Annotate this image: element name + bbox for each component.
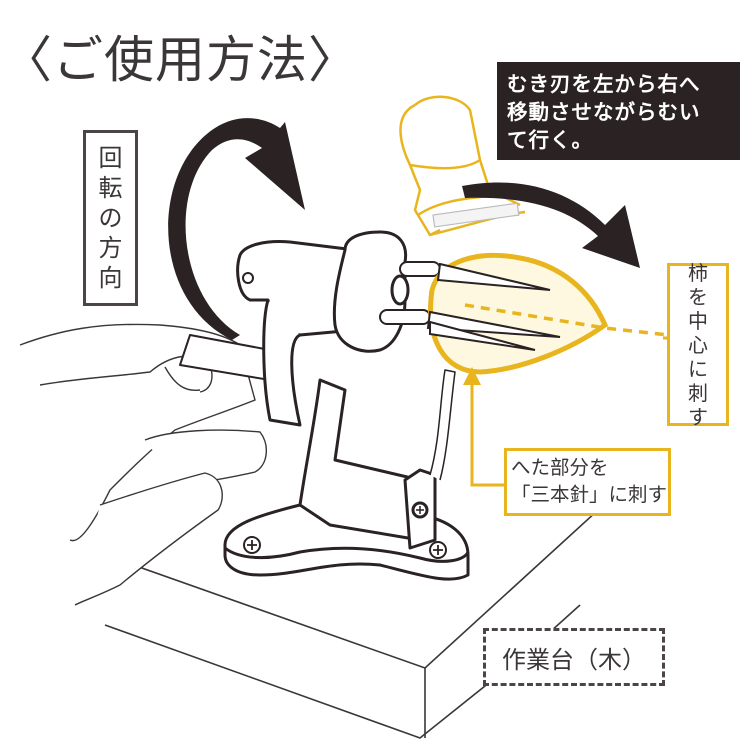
work-table-label: 作業台（木） bbox=[483, 628, 665, 686]
peeling-instruction-box: むき刃を左から右へ 移動させながらむい て行く。 bbox=[497, 62, 740, 160]
center-axis-line bbox=[464, 303, 669, 337]
rotation-arrow-icon bbox=[168, 118, 305, 340]
label-char: の bbox=[98, 204, 123, 232]
label-line: へた部分を bbox=[511, 456, 609, 479]
peeler-machine bbox=[179, 230, 470, 581]
label-char: を bbox=[688, 284, 708, 309]
pierce-center-label: 柿 を 中 心 に 刺 す bbox=[667, 260, 729, 429]
instruction-line: て行く。 bbox=[507, 128, 593, 152]
peel-direction-arrow-icon bbox=[462, 182, 640, 268]
label-char: 転 bbox=[98, 174, 123, 202]
page-title: 〈ご使用方法〉 bbox=[2, 31, 359, 89]
rotation-direction-label: 回 転 の 方 向 bbox=[83, 130, 138, 306]
hand-illustration bbox=[19, 323, 267, 606]
label-char: 柿 bbox=[688, 260, 708, 285]
stem-pointer-arrow-icon bbox=[463, 367, 504, 487]
instruction-line: 移動させながらむい bbox=[507, 100, 701, 124]
stem-pierce-label: へた部分を 「三本針」に刺す bbox=[504, 448, 671, 516]
three-needles bbox=[426, 262, 561, 351]
peeler-blade-edge bbox=[432, 202, 520, 228]
label-char: 刺 bbox=[688, 380, 708, 405]
label-line: 「三本針」に刺す bbox=[511, 483, 668, 506]
label-char: 回 bbox=[98, 144, 123, 172]
label-char: 方 bbox=[98, 234, 123, 262]
label-char: 心 bbox=[688, 332, 708, 357]
instruction-line: むき刃を左から右へ bbox=[507, 72, 701, 96]
label-char: 向 bbox=[98, 264, 123, 292]
label-char: す bbox=[688, 404, 708, 429]
label-char: 中 bbox=[688, 308, 708, 333]
label-char: に bbox=[688, 356, 708, 381]
